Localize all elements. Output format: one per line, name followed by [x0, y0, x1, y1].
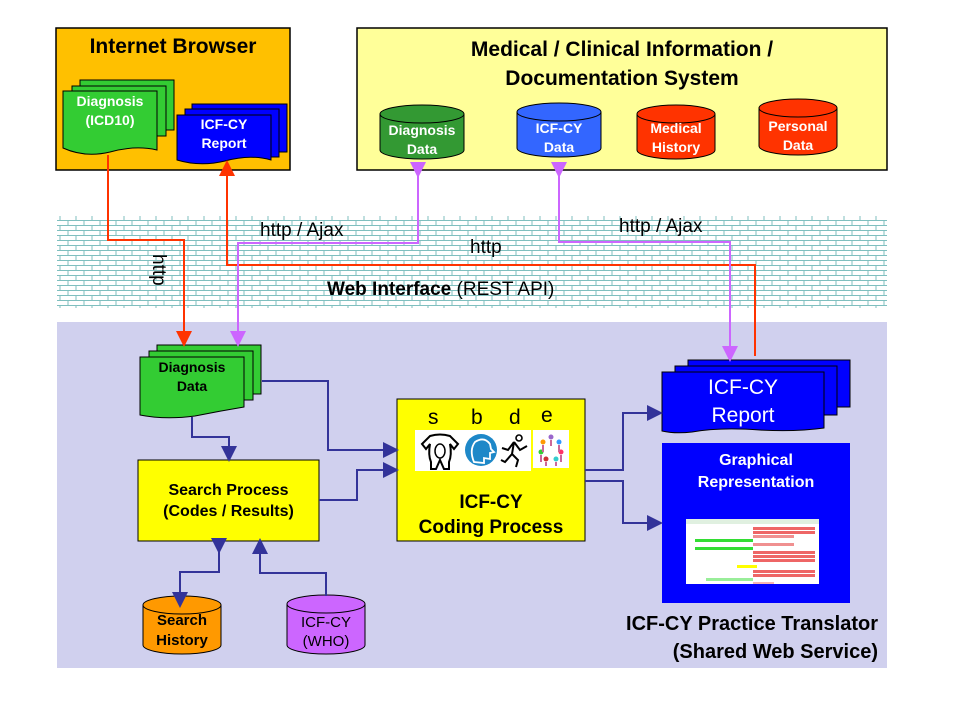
flow-diagnosis-to-search [191, 417, 237, 462]
http-line-report [219, 160, 756, 356]
search-process-line2: (Codes / Results) [163, 503, 294, 520]
http-ajax-left-label: http / Ajax [260, 220, 344, 241]
http-vertical-text: http [148, 254, 169, 286]
browser-title: Internet Browser [89, 35, 257, 58]
search-history-line1: Search [156, 612, 208, 629]
db-icf-label: ICF-CY Data [517, 119, 601, 157]
service-diagnosis-line1: Diagnosis [158, 359, 226, 375]
body-core [434, 443, 446, 459]
search-history-line2: History [156, 632, 208, 649]
web-interface-band [57, 216, 887, 308]
people-circle [538, 434, 564, 466]
graphical-line2: Representation [697, 474, 815, 491]
body-outline [420, 433, 460, 470]
flow-diagnosis-to-coding [262, 380, 399, 458]
web-interface-label-rest: (REST API) [451, 279, 555, 300]
coding-process-label: ICF-CY Coding Process [397, 490, 585, 540]
service-footer-title: ICF-CY Practice Translator (Shared Web S… [560, 610, 878, 666]
browser-report-label[interactable]: ICF-CY Report [177, 115, 271, 153]
letter-s: s [428, 406, 439, 429]
service-footer-line2: (Shared Web Service) [672, 641, 878, 663]
icf-who-label: ICF-CY (WHO) [287, 613, 365, 651]
service-footer-line1: ICF-CY Practice Translator [626, 613, 878, 635]
db-personal-data [758, 98, 838, 156]
icf-who-line1: ICF-CY [301, 614, 351, 631]
http-center-label: http [470, 237, 502, 258]
db-diagnosis-data [379, 104, 465, 160]
activities-icon [498, 430, 531, 471]
db-label-line2: Data [782, 137, 814, 153]
search-process-line1: Search Process [168, 482, 289, 499]
db-label-line1: Personal [768, 118, 828, 134]
letter-b: b [471, 406, 483, 429]
http-vertical-label: http [145, 250, 175, 300]
db-personal-data-label: Personal Data [759, 117, 837, 155]
http-line-diagnosis [107, 155, 192, 347]
flow-coding-to-report [585, 405, 663, 471]
ajax-line-icf [551, 162, 738, 362]
browser-report-doc [176, 103, 288, 165]
web-interface-label: Web Interface (REST API) [327, 279, 554, 301]
service-diagnosis-doc [139, 344, 262, 419]
graphical-representation-label: Graphical Representation [662, 450, 850, 494]
service-report-line1: ICF-CY [708, 376, 778, 399]
service-diagnosis-label: Diagnosis Data [140, 358, 244, 396]
flow-search-history [172, 538, 227, 608]
body-structures-icon [415, 430, 464, 471]
db-label-line2: Data [543, 139, 575, 155]
service-diagnosis-line2: Data [176, 378, 208, 394]
flow-coding-to-graphical [585, 480, 663, 531]
db-icf-cy-data [516, 102, 602, 158]
medical-title-line2: Documentation System [505, 67, 739, 90]
search-process-label: Search Process (Codes / Results) [138, 480, 319, 522]
browser-diagnosis-line1: Diagnosis [76, 93, 144, 109]
coding-process-line2: Coding Process [418, 517, 564, 538]
flow-search-to-coding [319, 462, 399, 501]
service-report-line2: Report [711, 404, 775, 427]
graphical-line1: Graphical [719, 452, 793, 469]
flow-who-to-search [252, 538, 327, 596]
browser-diagnosis-line2: (ICD10) [85, 112, 135, 128]
search-history-label: Search History [143, 611, 221, 651]
db-medical-history-label: Medical History [637, 119, 715, 157]
service-report-doc [661, 359, 851, 434]
db-label-line1: Diagnosis [388, 122, 456, 138]
db-label-line1: ICF-CY [535, 120, 583, 136]
browser-report-line1: ICF-CY [200, 116, 248, 132]
search-process-box [137, 459, 320, 542]
browser-report-line2: Report [201, 135, 247, 151]
browser-diagnosis-doc [62, 79, 175, 155]
db-diagnosis-label: Diagnosis Data [380, 121, 464, 159]
browser-diagnosis-label: Diagnosis (ICD10) [63, 92, 157, 130]
runner-body [500, 441, 528, 468]
web-interface-label-bold: Web Interface [327, 279, 452, 300]
head-profile [470, 438, 496, 464]
db-icf-cy-who [286, 594, 366, 655]
runner-head [515, 434, 523, 442]
icf-who-line2: (WHO) [302, 633, 350, 650]
medical-system-title: Medical / Clinical Information / Documen… [357, 35, 887, 93]
coding-process-line1: ICF-CY [459, 492, 523, 513]
http-ajax-right-label: http / Ajax [619, 216, 703, 237]
service-report-label[interactable]: ICF-CY Report [662, 374, 824, 430]
medical-title-line1: Medical / Clinical Information / [470, 38, 774, 61]
graphical-thumbnail [686, 519, 819, 584]
db-label-line2: History [651, 139, 701, 155]
db-medical-history [636, 104, 716, 160]
db-label-line2: Data [406, 141, 438, 157]
letter-e: e [541, 404, 553, 427]
ajax-line-diagnosis [230, 162, 426, 347]
letter-d: d [509, 406, 521, 429]
db-label-line1: Medical [650, 120, 702, 136]
